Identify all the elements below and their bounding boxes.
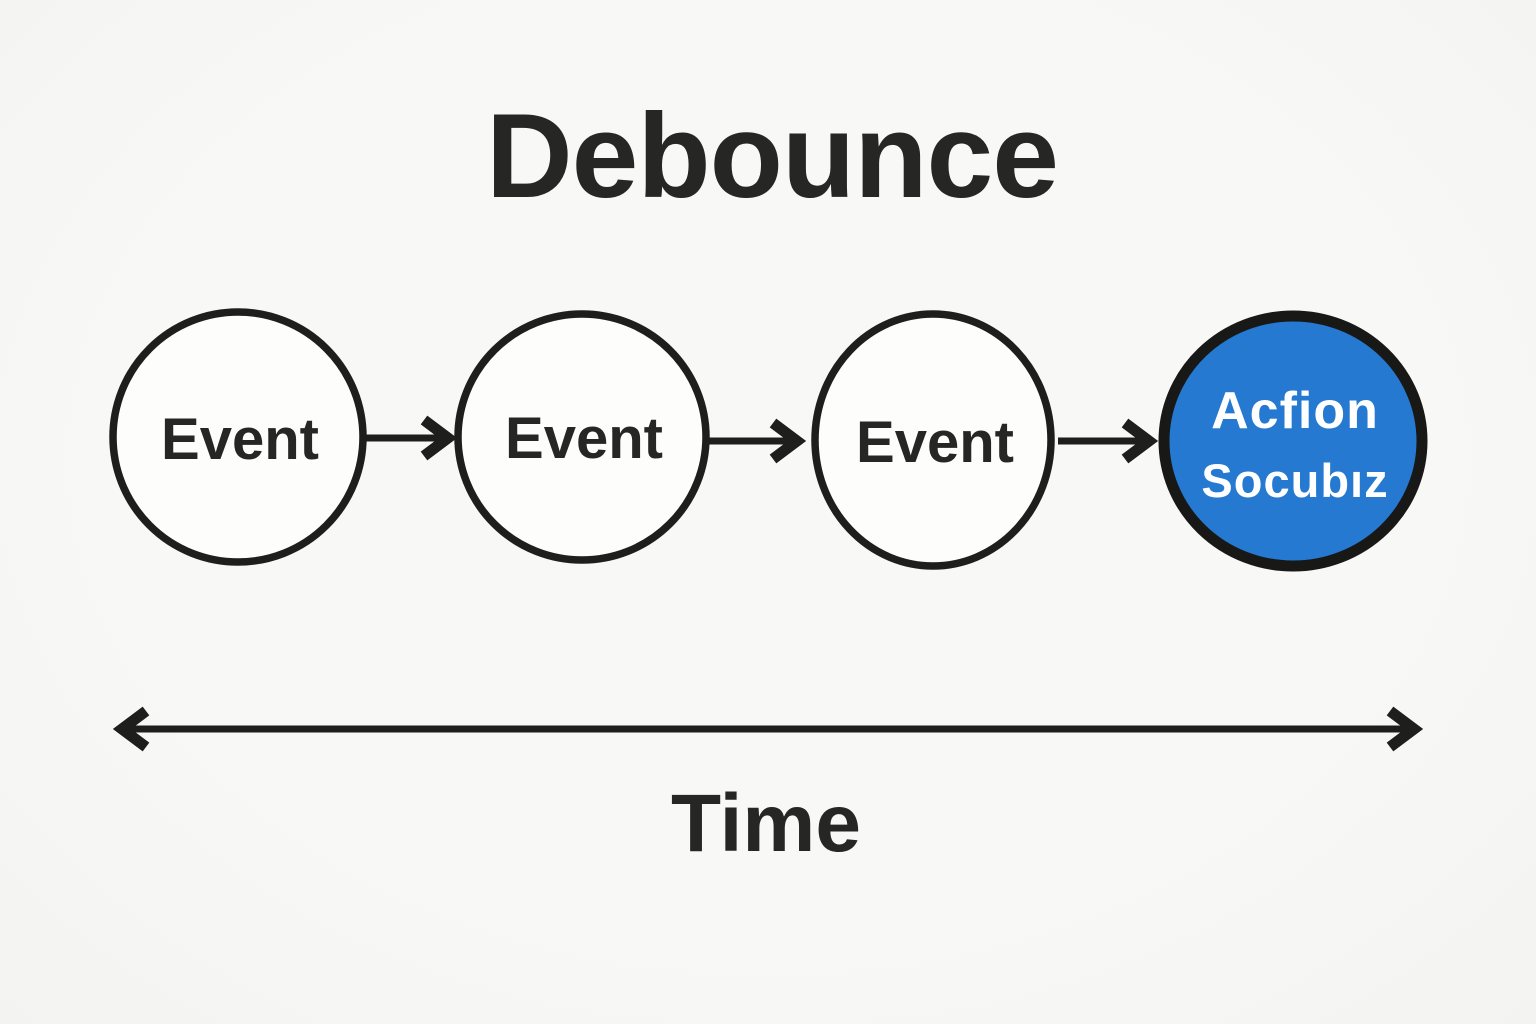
event-node-3: Event xyxy=(811,310,1055,570)
event-circle-2 xyxy=(454,310,710,564)
event-label-1: Event xyxy=(161,407,319,472)
arrow-icon-3 xyxy=(1058,418,1159,464)
time-axis-label: Time xyxy=(671,778,861,869)
action-circle xyxy=(1158,310,1428,572)
event-circle-3 xyxy=(811,310,1055,570)
event-circle-1 xyxy=(109,308,367,566)
action-label-line2: Socubız xyxy=(1201,454,1388,507)
time-axis-arrow-icon xyxy=(112,706,1424,752)
page-title: Debounce xyxy=(486,89,1058,223)
event-node-1: Event xyxy=(109,308,367,566)
arrow-icon-2 xyxy=(706,418,807,464)
event-node-2: Event xyxy=(454,310,710,564)
event-label-2: Event xyxy=(505,406,663,471)
action-node: Acfion Socubız xyxy=(1158,310,1428,572)
arrow-icon-1 xyxy=(364,415,458,461)
event-label-3: Event xyxy=(856,410,1014,475)
action-label-line1: Acfion xyxy=(1211,382,1379,440)
